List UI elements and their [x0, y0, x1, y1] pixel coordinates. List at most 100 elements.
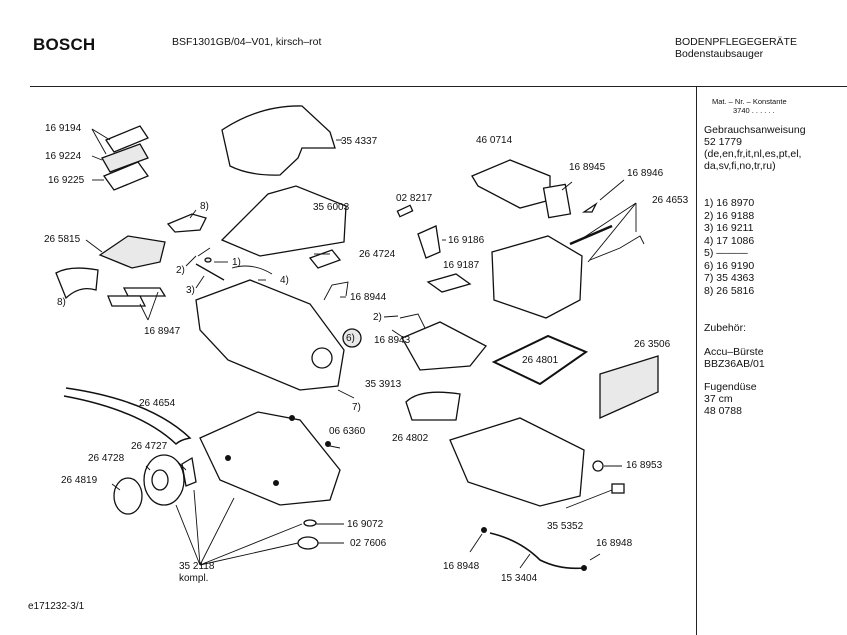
footnote-ref: 2)	[176, 265, 185, 276]
footnote-item: 1) 16 8970	[704, 197, 755, 209]
model-title: BSF1301GB/04–V01, kirsch–rot	[172, 36, 322, 48]
grille-part	[98, 235, 166, 269]
footnote-ref: 4)	[280, 275, 289, 286]
part-label: 16 8948	[596, 538, 633, 549]
part-label: 16 8948	[443, 561, 480, 572]
part-label: 16 9194	[45, 123, 82, 134]
footnote-ref: 2)	[373, 312, 382, 323]
footnote-list: 1) 16 8970 2) 16 9188 3) 16 9211 4) 17 1…	[704, 197, 754, 297]
dust-box-part	[491, 235, 583, 319]
part-label: 16 8947	[144, 326, 181, 337]
filter-housing-part	[449, 417, 585, 507]
hook-part	[417, 225, 441, 259]
part-label: 16 8945	[569, 162, 606, 173]
latch-part	[308, 249, 342, 269]
header-divider	[30, 86, 847, 87]
part-label: 35 2118	[179, 561, 215, 572]
cap-part	[342, 328, 362, 348]
clip-part	[581, 202, 598, 213]
bracket-part	[323, 281, 349, 301]
footnote-item: 8) 26 5816	[704, 284, 755, 297]
main-body-part	[195, 279, 345, 391]
part-label: 26 4654	[139, 398, 176, 409]
part-label: 46 0714	[476, 135, 513, 146]
rod-part	[569, 224, 613, 246]
part-label: 16 8946	[627, 168, 664, 179]
top-housing-part	[220, 185, 347, 257]
filter-pad-part	[122, 287, 167, 297]
part-label: 16 9225	[48, 175, 85, 186]
part-label: 16 8953	[626, 460, 663, 471]
rod-part	[195, 263, 225, 281]
spring-part	[204, 257, 212, 263]
frame-part	[542, 183, 572, 219]
part-label: 16 9187	[443, 260, 480, 271]
filter-seal-part	[491, 334, 589, 386]
part-label: 26 4801	[522, 355, 559, 366]
sidebar-divider	[696, 87, 697, 635]
part-label: 35 4337	[341, 136, 378, 147]
category-title: BODENPFLEGEGERÄTE	[675, 36, 797, 48]
part-label: 02 7606	[350, 538, 387, 549]
mat-nr-value: 3740 . . . . . .	[733, 106, 775, 115]
part-label: 35 3913	[365, 379, 402, 390]
hepa-filter-part	[599, 355, 659, 420]
footnote-item: 5) ———	[704, 247, 748, 259]
footnote-item: 2) 16 9188	[704, 209, 755, 222]
footnote-ref: 8)	[200, 201, 209, 212]
accessory-1-name: Accu–Bürste	[704, 346, 764, 358]
manual-title: Gebrauchsanweisung	[704, 124, 806, 136]
part-label: 26 4819	[61, 475, 98, 486]
part-label: 16 8943	[374, 335, 411, 346]
lid-part	[221, 105, 336, 176]
mat-nr-label: Mat. – Nr. – Konstante	[712, 97, 787, 106]
part-label: kompl.	[179, 573, 209, 584]
wheel-cap-part	[113, 477, 143, 515]
lower-body-part	[199, 411, 341, 506]
flap-part	[55, 267, 99, 300]
footnote-ref: 7)	[352, 402, 361, 413]
filter-pad-part	[107, 295, 147, 307]
footnote-ref: 1)	[232, 257, 241, 268]
part-label: 16 8944	[350, 292, 387, 303]
control-panel-cover-part	[101, 125, 150, 191]
accessories-title: Zubehör:	[704, 322, 747, 334]
castor-part	[297, 536, 319, 550]
part-label: 15 3404	[501, 573, 538, 584]
footnote-ref: 3)	[186, 285, 195, 296]
bag-mount-part	[401, 321, 488, 371]
subcategory-title: Bodenstaubsauger	[675, 48, 764, 60]
part-label: 26 4802	[392, 433, 429, 444]
exploded-view-diagram	[55, 105, 659, 571]
cover-plate-part	[405, 391, 461, 421]
part-label: 06 6360	[329, 426, 366, 437]
accessory-2-size: 37 cm	[704, 393, 733, 405]
part-label: 16 9186	[448, 235, 485, 246]
castor-pin-part	[303, 519, 317, 527]
footnote-ref: 6)	[346, 333, 355, 344]
part-label: 26 3506	[634, 339, 671, 350]
part-label: 35 5352	[547, 521, 584, 532]
footnote-item: 7) 35 4363	[704, 272, 755, 284]
part-label: 16 9224	[45, 151, 82, 162]
footnote-item: 6) 16 9190	[704, 259, 755, 272]
bag-holder-part	[471, 159, 551, 209]
axle-part	[181, 456, 197, 487]
part-label: 26 4653	[652, 195, 689, 206]
brand-logo: BOSCH	[33, 35, 96, 54]
bumper-part	[63, 387, 192, 446]
part-label: 26 4724	[359, 249, 396, 260]
manual-number: 52 1779	[704, 136, 742, 148]
part-label: 35 6003	[313, 202, 350, 213]
part-label: 02 8217	[396, 193, 433, 204]
manual-languages-2: da,sv,fi,no,tr,ru)	[704, 160, 776, 172]
hose-socket-part	[311, 347, 333, 369]
part-label: 26 5815	[44, 234, 81, 245]
document-id: e171232-3/1	[28, 601, 85, 612]
pin-part	[396, 204, 414, 218]
flap-part	[166, 213, 207, 233]
grommet-part	[592, 460, 604, 472]
seal-plate-part	[426, 273, 472, 293]
footnote-ref: 8)	[57, 297, 66, 308]
part-label: 26 4728	[88, 453, 125, 464]
